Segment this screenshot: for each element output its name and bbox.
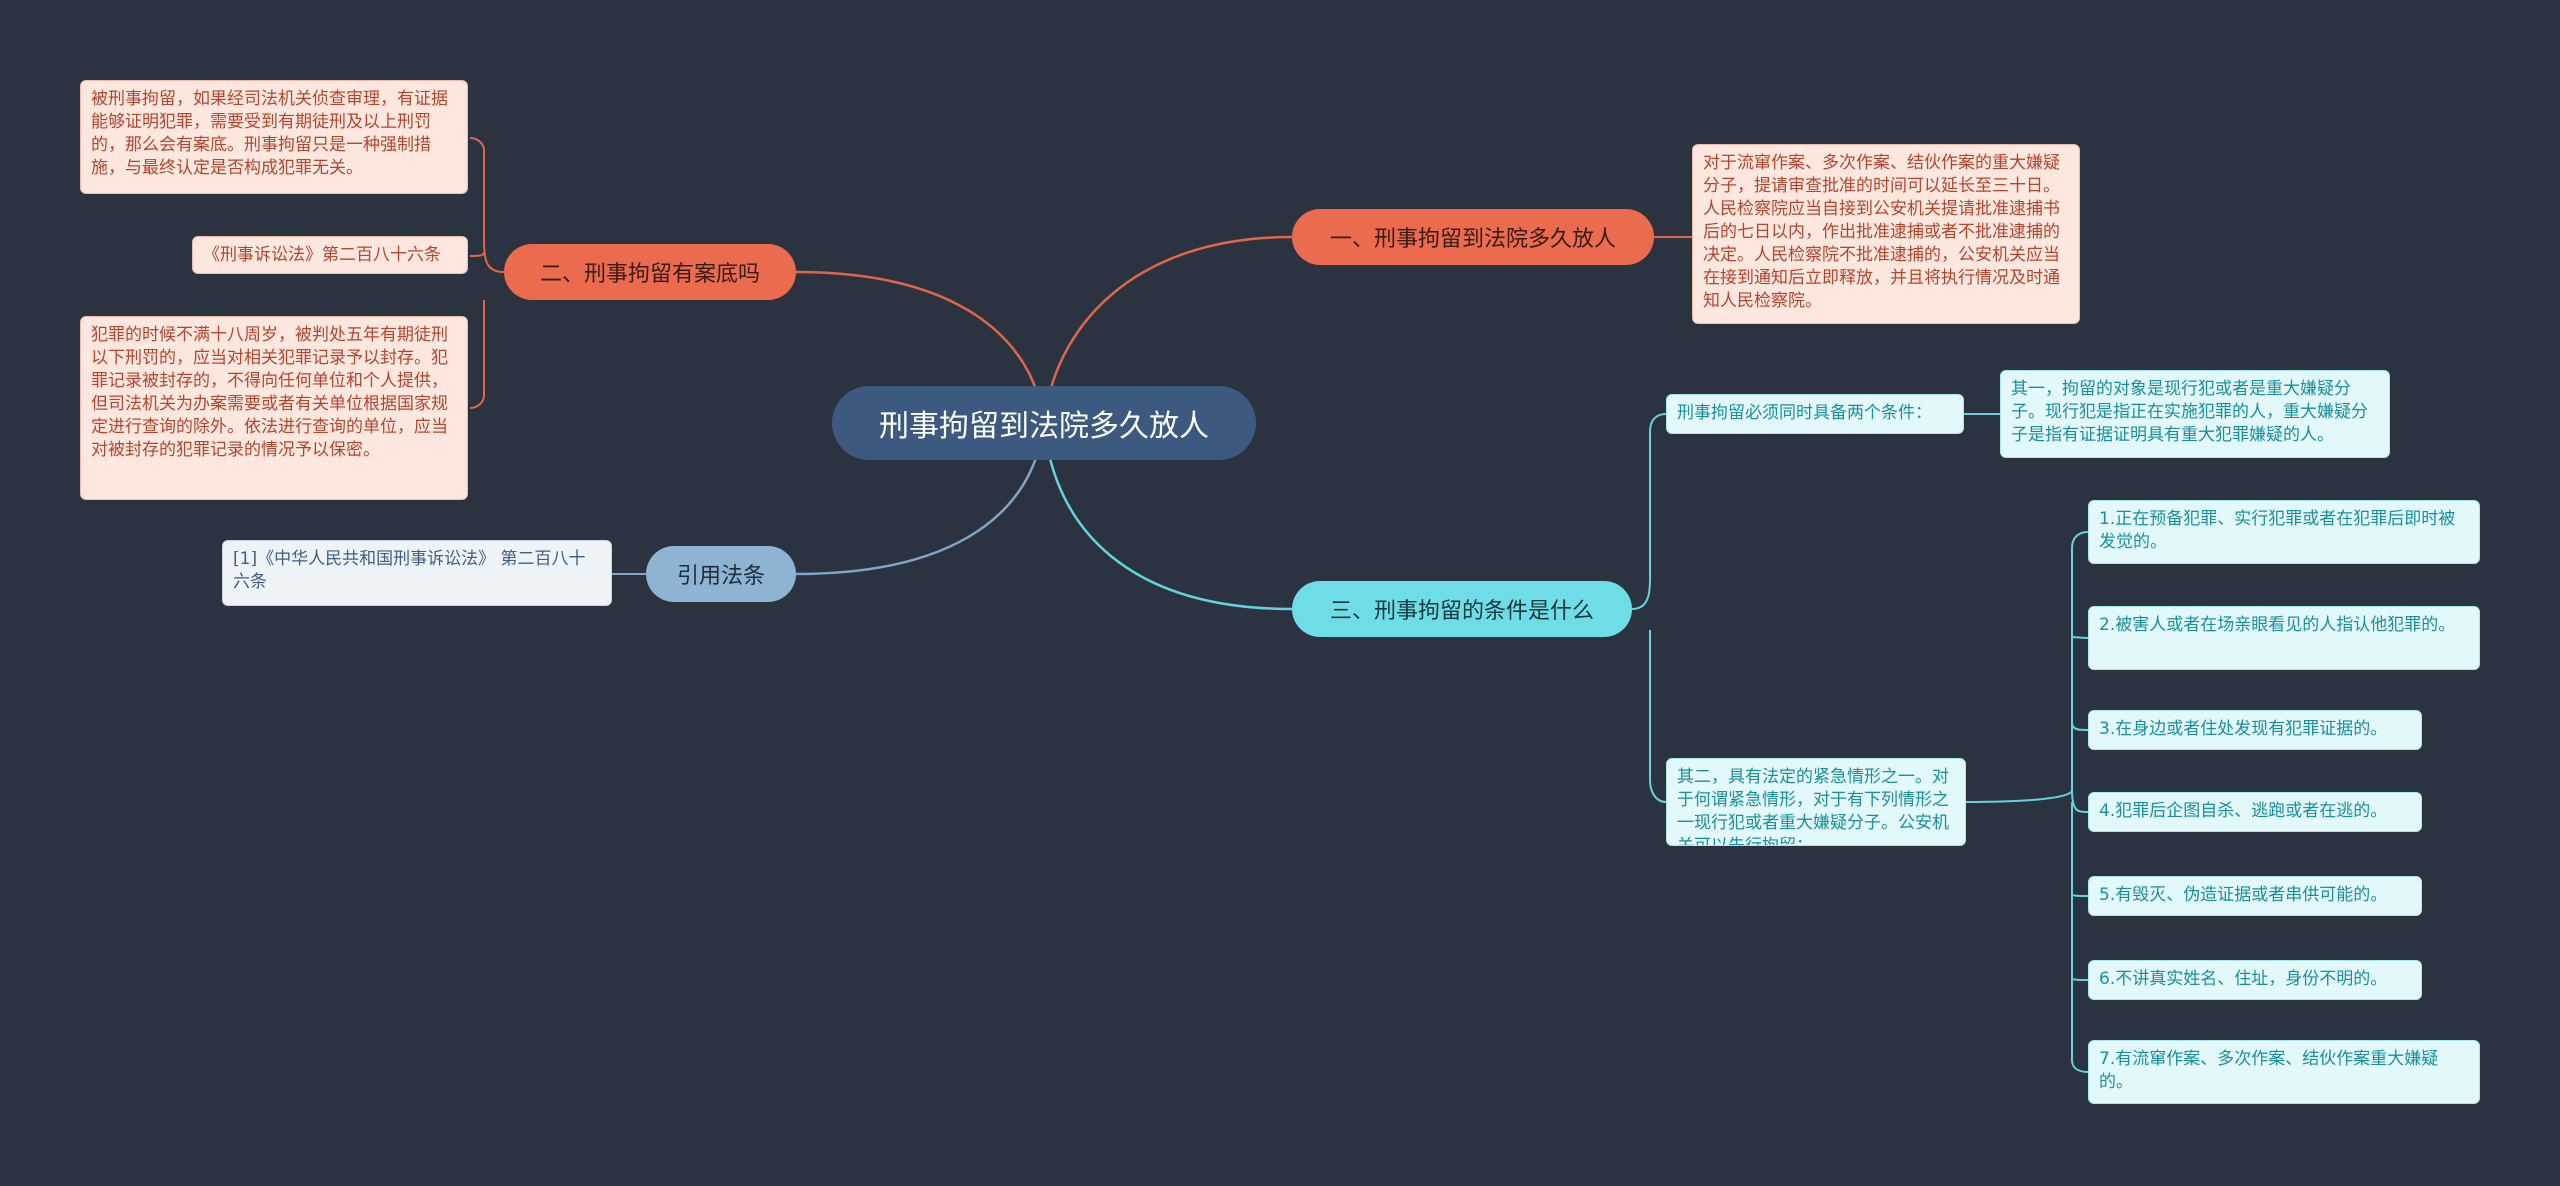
branch-cited-law[interactable]: 引用法条	[646, 546, 796, 602]
release-detail-note: 对于流窜作案、多次作案、结伙作案的重大嫌疑分子，提请审查批准的时间可以延长至三十…	[1692, 144, 2080, 324]
record-note-3: 犯罪的时候不满十八周岁，被判处五年有期徒刑以下刑罚的，应当对相关犯罪记录予以封存…	[80, 316, 468, 500]
link-conditions-sub2	[1649, 630, 1667, 803]
condition-sub-1-detail: 其一，拘留的对象是现行犯或者是重大嫌疑分子。现行犯是指正在实施犯罪的人，重大嫌疑…	[2000, 370, 2390, 458]
link-sub2-items	[1965, 531, 2089, 1073]
condition-item-6: 6.不讲真实姓名、住址，身份不明的。	[2088, 960, 2422, 1000]
branch-detention-conditions[interactable]: 三、刑事拘留的条件是什么	[1292, 581, 1632, 637]
link-conditions-sub1	[1631, 413, 1667, 610]
condition-item-3: 3.在身边或者住处发现有犯罪证据的。	[2088, 710, 2422, 750]
condition-item-2: 2.被害人或者在场亲眼看见的人指认他犯罪的。	[2088, 606, 2480, 670]
condition-item-7: 7.有流窜作案、多次作案、结伙作案重大嫌疑的。	[2088, 1040, 2480, 1104]
branch-release-time[interactable]: 一、刑事拘留到法院多久放人	[1292, 209, 1654, 265]
branch-criminal-record[interactable]: 二、刑事拘留有案底吗	[504, 244, 796, 300]
condition-item-4: 4.犯罪后企图自杀、逃跑或者在逃的。	[2088, 792, 2422, 832]
root-topic[interactable]: 刑事拘留到法院多久放人	[832, 386, 1256, 460]
condition-item-1: 1.正在预备犯罪、实行犯罪或者在犯罪后即时被发觉的。	[2088, 500, 2480, 564]
link-record-items	[469, 137, 505, 409]
condition-item-5: 5.有毁灭、伪造证据或者串供可能的。	[2088, 876, 2422, 916]
condition-sub-1: 刑事拘留必须同时具备两个条件：	[1666, 394, 1964, 434]
record-note-2: 《刑事诉讼法》第二百八十六条	[192, 236, 468, 274]
link-root-conditions	[1042, 422, 1293, 611]
record-note-1: 被刑事拘留，如果经司法机关侦查审理，有证据能够证明犯罪，需要受到有期徒刑及以上刑…	[80, 80, 468, 194]
law-citation-note: [1]《中华人民共和国刑事诉讼法》 第二百八十六条	[222, 540, 612, 606]
condition-sub-2: 其二，具有法定的紧急情形之一。对于何谓紧急情形，对于有下列情形之一现行犯或者重大…	[1666, 758, 1966, 846]
